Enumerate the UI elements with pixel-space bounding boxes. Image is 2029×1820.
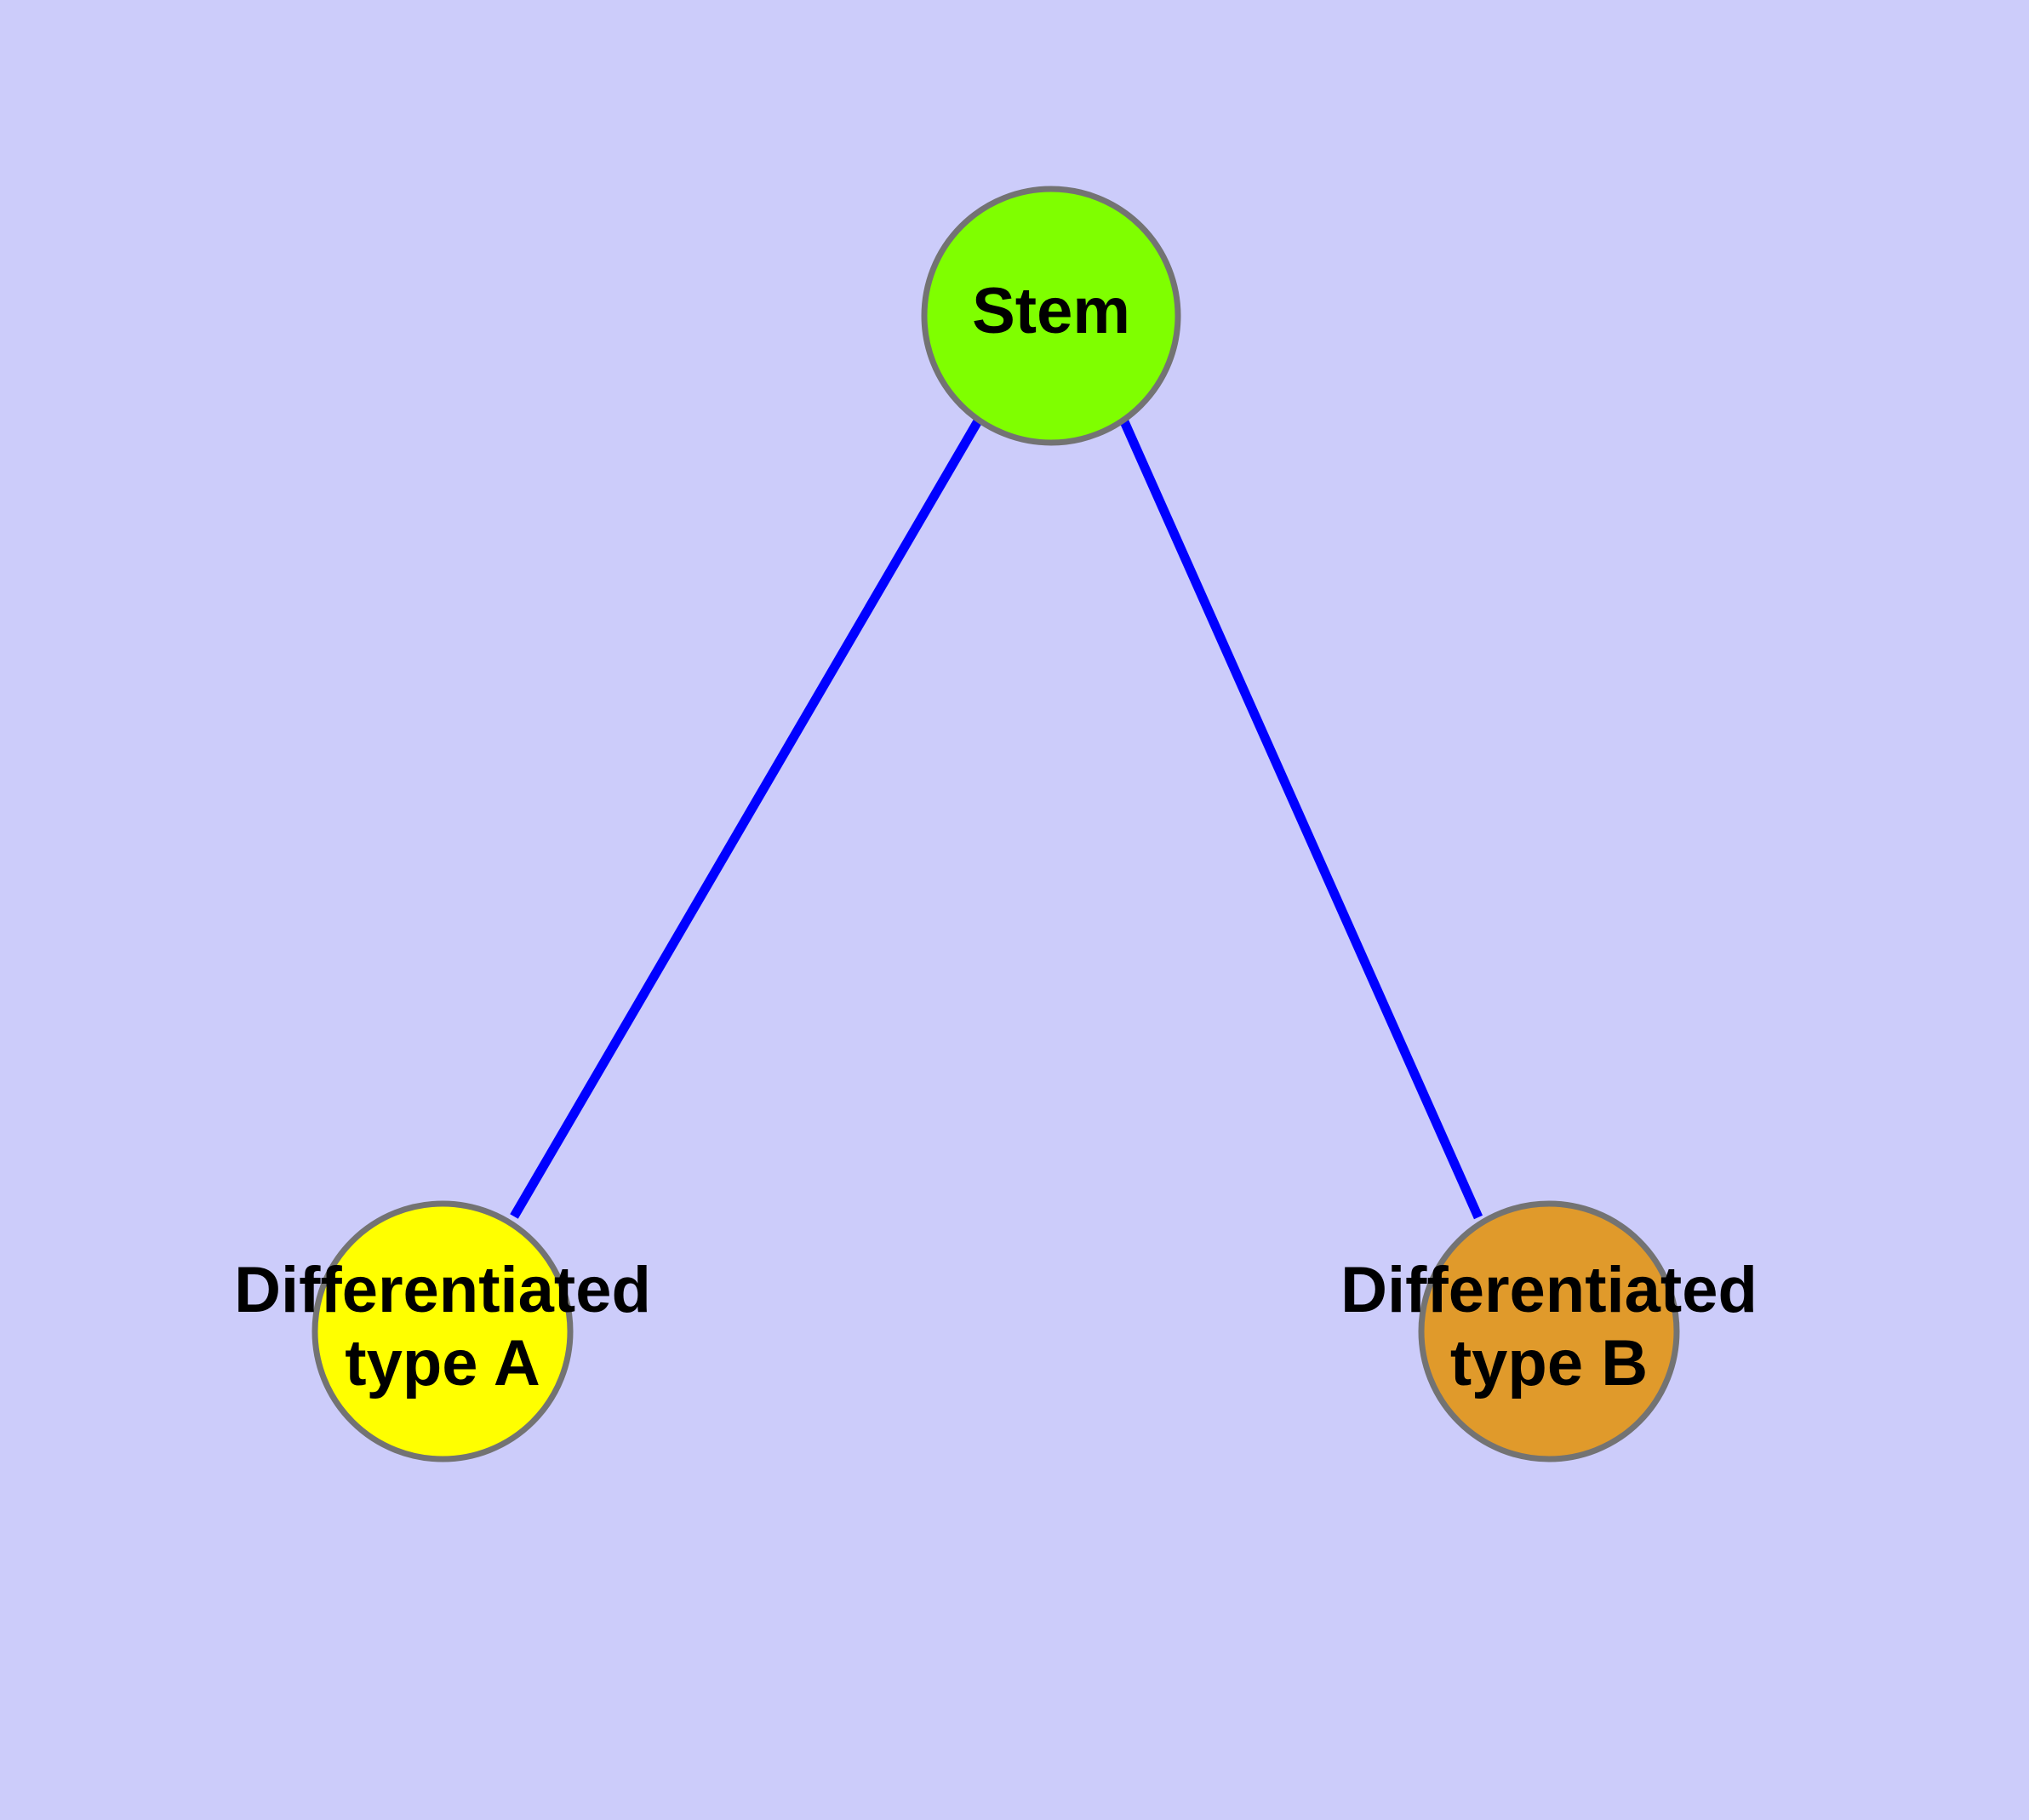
differentiated-type-b-node-label-line-1: Differentiated: [1340, 1254, 1758, 1326]
differentiated-type-b-node[interactable]: [1418, 1200, 1680, 1462]
stem-node-label: Stem: [972, 275, 1130, 347]
differentiated-type-a-node-label-line-1: Differentiated: [234, 1254, 651, 1326]
edge-stem-to-differentiated-type-b: [1118, 417, 1483, 1220]
differentiated-type-b-node-label-line-2: type B: [1450, 1327, 1648, 1399]
differentiated-type-a-node-label-line-2: type A: [345, 1327, 540, 1399]
stem-node-label-line-1: Stem: [972, 275, 1130, 347]
stem-node[interactable]: [921, 186, 1181, 446]
differentiated-type-a-node[interactable]: [311, 1200, 574, 1462]
nodes-layer: [311, 186, 1680, 1462]
edge-stem-to-differentiated-type-a: [510, 417, 983, 1219]
edges-layer: [510, 417, 1483, 1220]
